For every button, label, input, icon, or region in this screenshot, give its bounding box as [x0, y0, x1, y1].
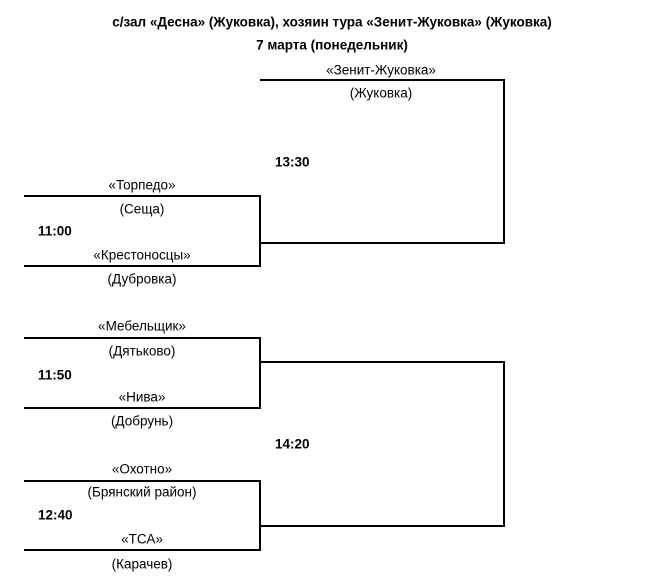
bracket-line: [259, 337, 261, 409]
match-time: 13:30: [275, 154, 310, 170]
team-city: (Дубровка): [107, 271, 177, 287]
venue-heading: с/зал «Десна» (Жуковка), хозяин тура «Зе…: [112, 14, 552, 30]
match-time: 11:00: [38, 223, 72, 239]
team-name: «Охотно»: [111, 461, 173, 477]
team-name: «Мебельщик»: [98, 318, 186, 334]
team-city: (Добрунь): [110, 413, 174, 429]
match-time: 11:50: [38, 367, 72, 383]
host-team: «Зенит-Жуковка»: [326, 62, 436, 78]
date-heading: 7 марта (понедельник): [256, 37, 408, 53]
bracket-line: [503, 79, 505, 244]
bracket-line: [24, 480, 261, 482]
team-name: «Крестоносцы»: [93, 247, 191, 263]
bracket-line: [24, 265, 261, 267]
bracket-line: [24, 337, 261, 339]
bracket-line: [260, 525, 505, 527]
bracket-line: [24, 407, 261, 409]
match-time: 14:20: [275, 436, 310, 452]
bracket-line: [24, 195, 261, 197]
bracket-line: [503, 361, 505, 527]
team-name: «ТСА»: [121, 531, 163, 547]
bracket-line: [259, 195, 261, 267]
team-city: (Сеща): [119, 201, 165, 217]
team-city: (Карачев): [111, 556, 173, 572]
bracket-line: [260, 361, 505, 363]
bracket-line: [260, 79, 505, 81]
bracket-line: [259, 480, 261, 551]
bracket-line: [260, 242, 505, 244]
team-city: (Дятьково): [108, 343, 176, 359]
team-name: «Торпедо»: [108, 177, 176, 193]
match-time: 12:40: [38, 507, 73, 523]
team-name: «Нива»: [118, 389, 166, 405]
bracket-line: [24, 549, 261, 551]
team-city: (Брянский район): [87, 484, 197, 500]
host-city: (Жуковка): [349, 85, 413, 101]
